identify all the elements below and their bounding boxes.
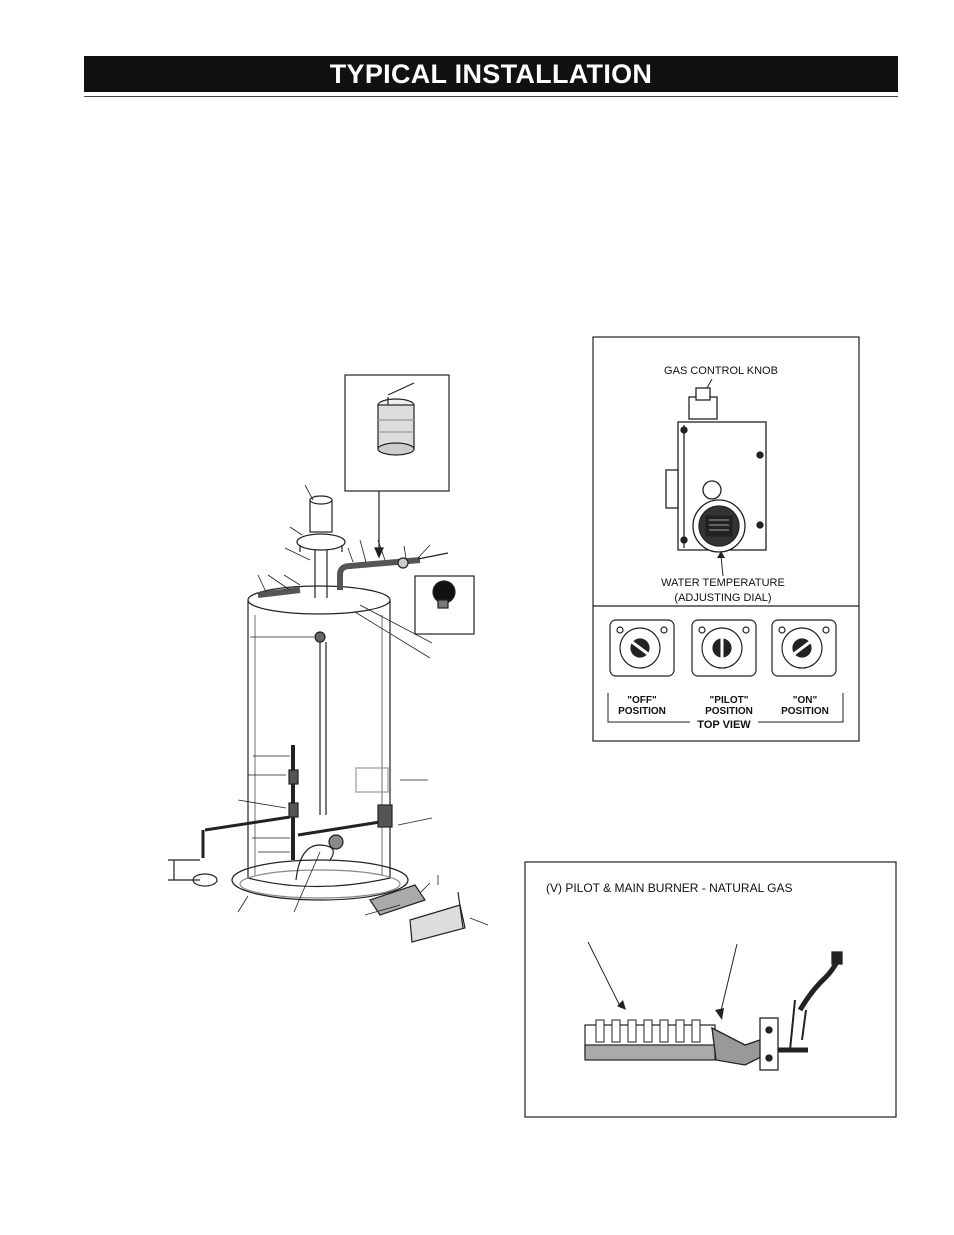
page-title: TYPICAL INSTALLATION bbox=[84, 56, 898, 92]
position-pilot-line2: POSITION bbox=[705, 706, 753, 717]
drain-pan bbox=[231, 859, 409, 901]
pilot-assembly-icon bbox=[711, 951, 843, 1071]
position-on-line2: POSITION bbox=[781, 706, 829, 717]
knob-on-view bbox=[771, 619, 837, 677]
knob-pilot-view bbox=[691, 619, 757, 677]
position-pilot-line1: "PILOT" bbox=[710, 695, 749, 706]
vent-pipe bbox=[309, 499, 333, 533]
gas-control-knob-label: GAS CONTROL KNOB bbox=[664, 365, 778, 377]
position-off-line1: "OFF" bbox=[627, 695, 657, 706]
title-rule bbox=[84, 96, 898, 97]
burner-panel-label: (V) PILOT & MAIN BURNER - NATURAL GAS bbox=[546, 881, 792, 895]
adjusting-dial-label: (ADJUSTING DIAL) bbox=[674, 592, 771, 604]
position-off-line2: POSITION bbox=[618, 706, 666, 717]
burner-panel: (V) PILOT & MAIN BURNER - NATURAL GAS bbox=[524, 861, 897, 1118]
knob-off-view bbox=[609, 619, 675, 677]
gas-control-valve-icon bbox=[665, 387, 767, 553]
tank-body bbox=[247, 600, 391, 888]
gas-control-panel: GAS CONTROL KNOB WATER TEMPERATURE (ADJU… bbox=[592, 336, 860, 742]
water-heater-illustration bbox=[168, 374, 489, 943]
water-temperature-label: WATER TEMPERATURE bbox=[661, 577, 785, 589]
position-on-line1: "ON" bbox=[793, 695, 818, 706]
outer-door-parts bbox=[369, 884, 466, 943]
gas-control-on-tank bbox=[377, 804, 393, 828]
main-burner-icon bbox=[584, 1019, 716, 1061]
vacuum-relief-icon bbox=[432, 580, 456, 609]
expansion-tank-icon bbox=[377, 382, 415, 456]
top-view-label: TOP VIEW bbox=[697, 719, 751, 731]
